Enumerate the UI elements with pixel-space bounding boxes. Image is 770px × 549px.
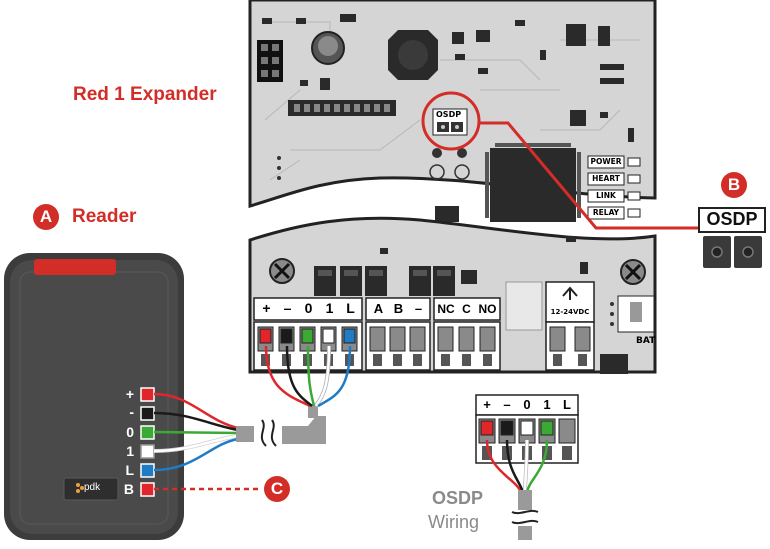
battery-label: BAT [636,336,656,346]
terminal-label-0: 0 [304,300,313,316]
terminal-label-plus: + [262,300,271,316]
osdp-wiring-terminal [475,394,579,540]
led-label-relay: RELAY [592,208,620,217]
callout-line-b [478,121,700,230]
osdp-terminal-label-l: L [563,397,571,412]
reader-cable [236,404,326,447]
callout-b-title: OSDP [706,209,758,229]
reader-title: Reader [72,206,137,227]
reader-badge: A [33,204,59,230]
terminal-label-l: L [346,300,355,316]
led-label-power: POWER [590,157,622,166]
terminal-label-nc: NC [437,302,455,316]
terminal-label-c: C [462,302,471,316]
osdp-terminal-label-0: 0 [523,397,531,412]
led-label-heart: HEART [592,174,620,183]
reader-wire-label-b: B [123,481,134,497]
terminal-label-a: A [373,301,384,316]
reader-wire-label-plus: + [125,386,134,402]
led-label-link: LINK [596,191,616,200]
expander-wires [264,345,352,408]
reader-wires [153,392,239,472]
osdp-wiring-caption-line2: Wiring [428,512,480,532]
power-label: 12-24VDC [550,308,590,316]
osdp-connector-b [698,207,766,268]
reader-logo: pdk [84,482,101,493]
terminal-label-rs485-minus: – [414,301,423,316]
expander-title: Red 1 Expander [73,84,217,105]
board-osdp-label: OSDP [436,110,462,119]
terminal-label-b: B [393,301,404,316]
osdp-wiring-caption-line1: OSDP [432,488,484,508]
reader-wire-label-0: 0 [126,424,134,440]
osdp-terminal-label-minus: – [503,397,511,412]
expander-board-top [248,0,657,222]
led-panel [587,155,641,220]
terminal-blocks [253,321,595,371]
callout-c-badge: C [264,476,290,502]
terminal-label-1: 1 [325,300,334,316]
osdp-terminal-label-1: 1 [543,397,551,412]
reader-wire-label-minus: - [129,404,134,420]
reader-wire-label-l: L [125,462,134,478]
reader-device [4,253,184,540]
expander-board-bottom [248,216,657,374]
osdp-terminal-label-plus: + [483,397,491,412]
terminal-label-no: NO [478,302,497,316]
terminal-label-minus: – [283,300,292,316]
callout-b-badge: B [721,172,747,198]
reader-wire-label-1: 1 [126,443,134,459]
